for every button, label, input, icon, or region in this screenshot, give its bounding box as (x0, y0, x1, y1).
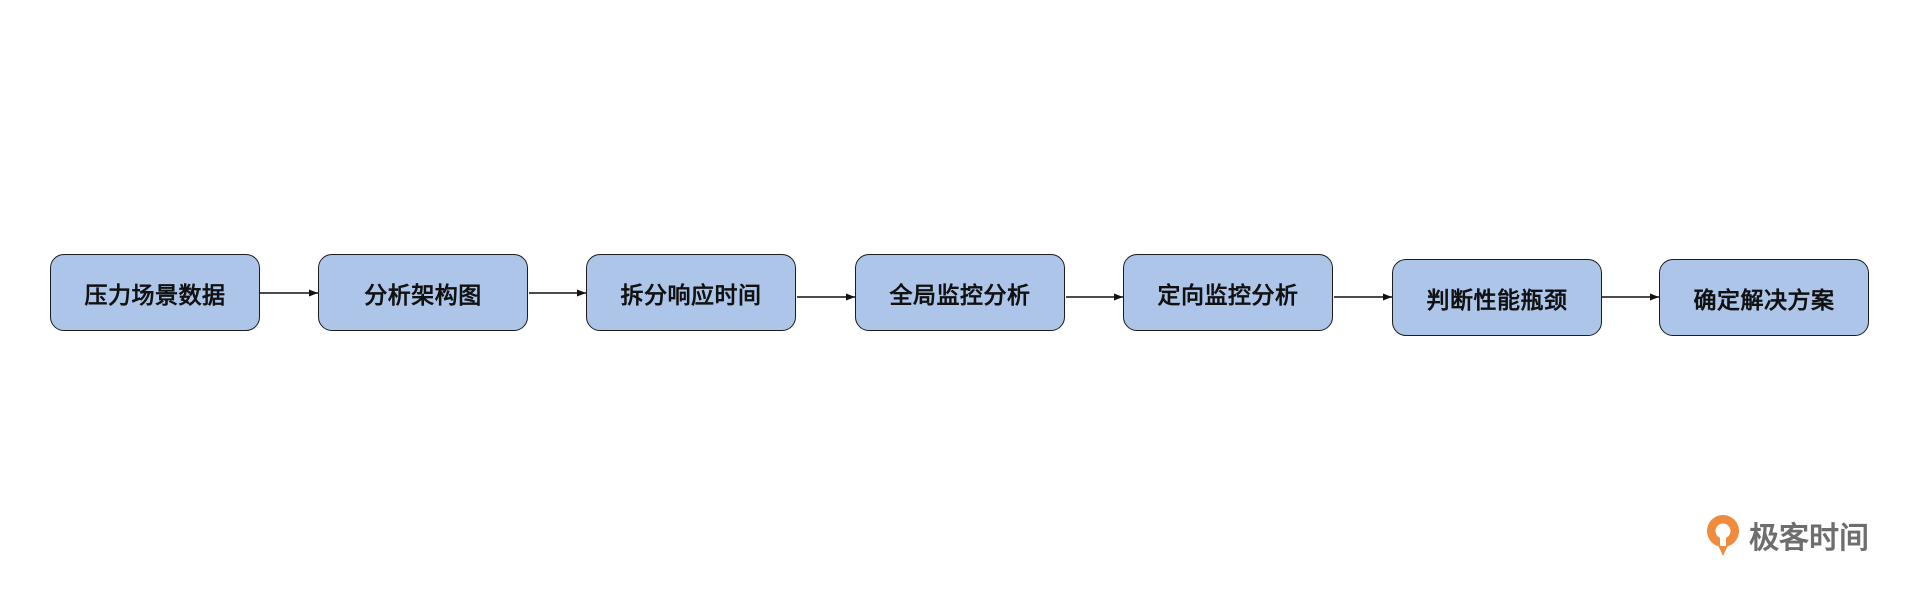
step-label: 压力场景数据 (84, 282, 226, 309)
step-label: 全局监控分析 (889, 282, 1031, 309)
step-split-response-time: 拆分响应时间 (586, 254, 796, 331)
step-global-monitoring: 全局监控分析 (855, 254, 1065, 331)
step-analyze-architecture: 分析架构图 (318, 254, 528, 331)
step-determine-solution: 确定解决方案 (1659, 259, 1869, 336)
step-label: 分析架构图 (364, 282, 482, 309)
brand-name: 极客时间 (1749, 521, 1869, 556)
step-label: 定向监控分析 (1157, 282, 1299, 309)
brand-logo: 极客时间 (1703, 512, 1869, 558)
step-label: 拆分响应时间 (620, 282, 762, 309)
step-label: 判断性能瓶颈 (1426, 287, 1568, 314)
step-pressure-scenario-data: 压力场景数据 (50, 254, 260, 331)
geektime-logo-icon (1707, 515, 1739, 556)
step-identify-bottleneck: 判断性能瓶颈 (1392, 259, 1602, 336)
step-label: 确定解决方案 (1693, 287, 1835, 314)
step-targeted-monitoring: 定向监控分析 (1123, 254, 1333, 331)
